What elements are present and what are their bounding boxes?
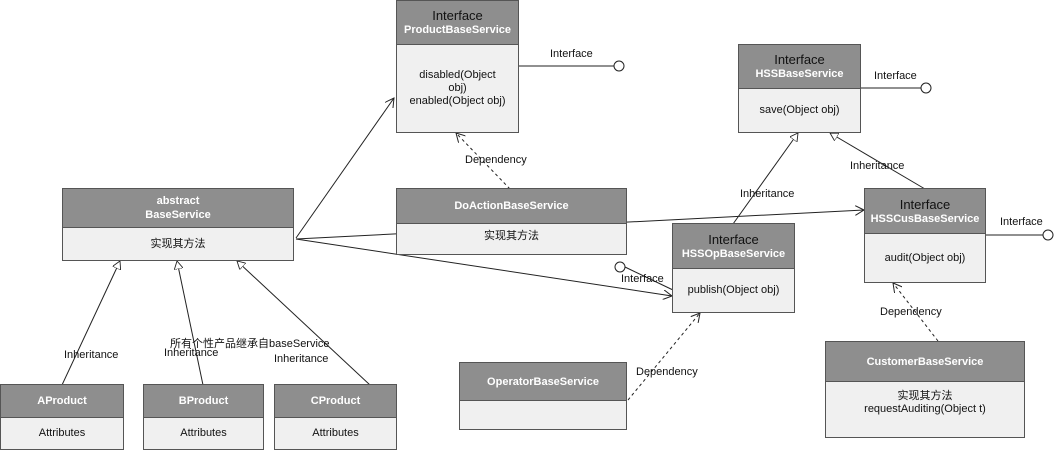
interface-label: Interface [550, 48, 593, 60]
attribute-list: Attributes [275, 418, 396, 449]
method-line: audit(Object obj) [884, 251, 966, 264]
lollipop-productbaseservice [518, 60, 625, 72]
class-cproduct[interactable]: CProduct Attributes [274, 384, 397, 450]
attribute-line: Attributes [38, 427, 86, 439]
method-line: publish(Object obj) [687, 284, 780, 296]
class-header: Interface HSSOpBaseService [673, 224, 794, 269]
attribute-list: Attributes [144, 418, 263, 449]
class-header: BProduct [144, 385, 263, 418]
stereotype-label: Interface [899, 196, 951, 212]
edge-hssop-inherit [732, 133, 798, 225]
b-product-note: 所有个性产品继承自baseService [170, 338, 330, 350]
dependency-label: Dependency [636, 366, 698, 378]
method-line: 实现其方法 [897, 390, 953, 402]
method-line: 实现其方法 [150, 237, 206, 250]
attribute-line: Attributes [312, 427, 359, 439]
method-list: 实现其方法 [397, 224, 626, 254]
interface-label: Interface [1000, 216, 1043, 228]
method-list: save(Object obj) [739, 89, 860, 132]
interface-label: Interface [621, 273, 664, 285]
edge-base-to-hssop [295, 238, 672, 296]
stereotype-label: Interface [432, 8, 483, 23]
class-hssopbaseservice[interactable]: Interface HSSOpBaseService publish(Objec… [672, 223, 795, 313]
class-header: abstract BaseService [63, 189, 293, 228]
class-hssbaseservice[interactable]: Interface HSSBaseService save(Object obj… [738, 44, 861, 133]
dependency-label: Dependency [465, 154, 527, 166]
class-header: AProduct [1, 385, 123, 418]
method-line: enabled(Object obj) [409, 95, 506, 107]
edge-doaction-dependency [456, 133, 511, 190]
method-line: requestAuditing(Object t) [864, 403, 986, 415]
class-doactionbaseservice[interactable]: DoActionBaseService 实现其方法 [396, 188, 627, 255]
class-name: CustomerBaseService [866, 355, 984, 368]
method-list: 实现其方法 requestAuditing(Object t) [826, 382, 1024, 437]
class-name: BProduct [178, 395, 229, 407]
class-header: Interface ProductBaseService [397, 1, 518, 45]
method-line: obj) [448, 82, 467, 94]
lollipop-hssopbaseservice [614, 261, 674, 291]
class-name: HSSCusBaseService [870, 212, 980, 225]
method-list: 实现其方法 [63, 228, 293, 260]
attribute-list: Attributes [1, 418, 123, 449]
class-header: Interface HSSBaseService [739, 45, 860, 89]
attribute-line: Attributes [180, 427, 227, 439]
class-name: AProduct [37, 395, 87, 407]
edge-base-to-product [295, 98, 394, 239]
method-line: 实现其方法 [484, 230, 539, 242]
class-operatorbaseservice[interactable]: OperatorBaseService [459, 362, 627, 430]
edge-cproduct-inherit [237, 261, 371, 386]
method-list: audit(Object obj) [865, 234, 985, 282]
class-name: OperatorBaseService [487, 375, 599, 388]
edge-customer-dependency [893, 283, 939, 342]
edge-operator-dependency [627, 313, 700, 401]
class-hsscusbaseservice[interactable]: Interface HSSCusBaseService audit(Object… [864, 188, 986, 283]
edge-bproduct-inherit [177, 261, 204, 386]
method-line: save(Object obj) [759, 104, 840, 116]
class-name: ProductBaseService [404, 24, 511, 36]
lollipop-hssbaseservice [860, 82, 932, 94]
method-list: disabled(Object obj) enabled(Object obj) [397, 45, 518, 132]
class-name: DoActionBaseService [454, 200, 569, 212]
method-list [460, 401, 626, 429]
class-header: CustomerBaseService [826, 342, 1024, 382]
class-customerbaseservice[interactable]: CustomerBaseService 实现其方法 requestAuditin… [825, 341, 1025, 438]
inheritance-label: Inheritance [164, 347, 219, 359]
edge-aproduct-inherit [61, 261, 120, 386]
class-name: CProduct [310, 395, 361, 407]
edge-hsscus-inherit [830, 133, 926, 190]
lollipop-hsscusbaseservice [985, 229, 1054, 241]
class-bproduct[interactable]: BProduct Attributes [143, 384, 264, 450]
inheritance-label: Inheritance [740, 188, 795, 200]
method-list: publish(Object obj) [673, 269, 794, 312]
class-name: HSSOpBaseService [681, 247, 786, 260]
inheritance-label: Inheritance [274, 353, 329, 365]
class-aproduct[interactable]: AProduct Attributes [0, 384, 124, 450]
class-name: HSSBaseService [755, 68, 844, 80]
dependency-label: Dependency [880, 306, 942, 318]
class-header: CProduct [275, 385, 396, 418]
interface-label: Interface [874, 70, 917, 82]
class-header: Interface HSSCusBaseService [865, 189, 985, 234]
class-header: OperatorBaseService [460, 363, 626, 401]
stereotype-label: Interface [774, 52, 825, 67]
inheritance-label: Inheritance [850, 160, 905, 172]
inheritance-label: Inheritance [64, 349, 119, 361]
method-line: disabled(Object [419, 69, 496, 81]
class-baseservice[interactable]: abstract BaseService 实现其方法 [62, 188, 294, 261]
class-header: DoActionBaseService [397, 189, 626, 224]
class-productbaseservice[interactable]: Interface ProductBaseService disabled(Ob… [396, 0, 519, 133]
stereotype-label: abstract [156, 195, 200, 207]
class-name: BaseService [145, 209, 211, 221]
stereotype-label: Interface [708, 231, 759, 247]
